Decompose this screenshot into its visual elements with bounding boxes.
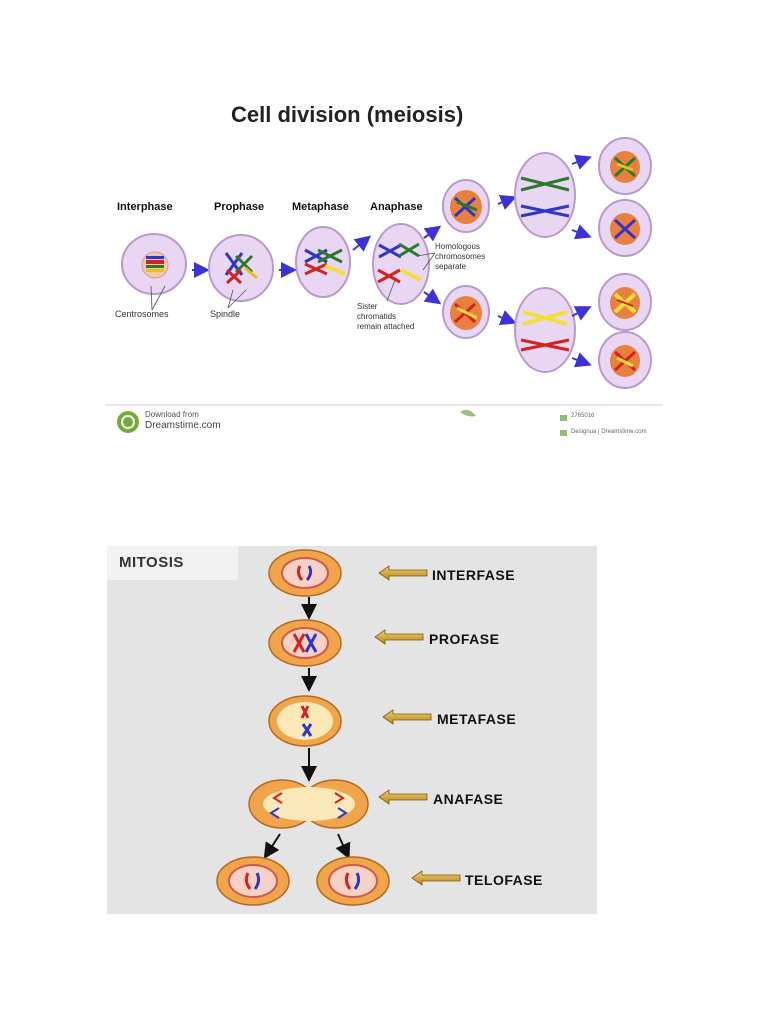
daughter-cell-4 [598,331,652,389]
phase-label-metafase: METAFASE [437,711,517,727]
stage-label-prophase: Prophase [214,201,265,213]
metaphase-cell [295,226,351,298]
profase-cell [268,619,342,667]
daughter-cell-2 [598,199,652,257]
watermark-site: Dreamstime.com [145,420,221,431]
telofase-cell-left [216,856,290,906]
interfase-cell [268,549,342,597]
stage-label-metaphase: Metaphase [292,201,349,213]
stage-label-interphase: Interphase [117,201,173,213]
watermark-download-from: Download from [145,410,199,419]
label-homologous: Homologous chromosomes separate [435,242,486,271]
metafase-cell [268,695,342,747]
label-spindle: Spindle [210,309,241,319]
meiosis-diagram: Cell division (meiosis) Interphase Proph… [105,90,663,450]
meiosis-ii-top-spindle-cell [514,152,576,238]
interphase-cell [121,233,187,295]
daughter-cell-1 [598,137,652,195]
watermark-credit: Designua | Dreamstime.com [571,429,647,435]
meiosis-ii-bottom-cell [442,285,490,339]
gold-arrow-telofase [411,870,461,886]
phase-label-telofase: TELOFASE [465,872,543,888]
gold-arrow-profase [374,629,424,645]
mitosis-artwork [216,549,461,906]
label-centrosomes: Centrosomes [115,309,169,319]
phase-label-anafase: ANAFASE [433,791,504,807]
mitosis-diagram: MITOSIS [107,546,597,914]
meiosis-artwork [105,137,663,436]
stage-label-anaphase: Anaphase [370,201,423,213]
daughter-cell-3 [598,273,652,331]
anaphase-cell [372,223,430,305]
label-sister-chromatids: Sister chromatids remain attached [357,302,415,331]
prophase-cell [208,234,274,302]
mitosis-title-box: MITOSIS [107,546,238,580]
anafase-cell [248,779,369,829]
phase-label-profase: PROFASE [429,631,500,647]
telofase-cell-right [316,856,390,906]
gold-arrow-anafase [378,789,428,805]
phase-label-interfase: INTERFASE [432,567,516,583]
dreamstime-logo [117,411,139,433]
gold-arrow-interfase [378,565,428,581]
meiosis-ii-top-cell [442,179,490,233]
meiosis-title: Cell division (meiosis) [231,102,464,127]
mitosis-title: MITOSIS [119,554,184,571]
watermark-id: 2765016 [571,413,595,419]
gold-arrow-metafase [382,709,432,725]
meiosis-ii-bottom-spindle-cell [514,287,576,373]
